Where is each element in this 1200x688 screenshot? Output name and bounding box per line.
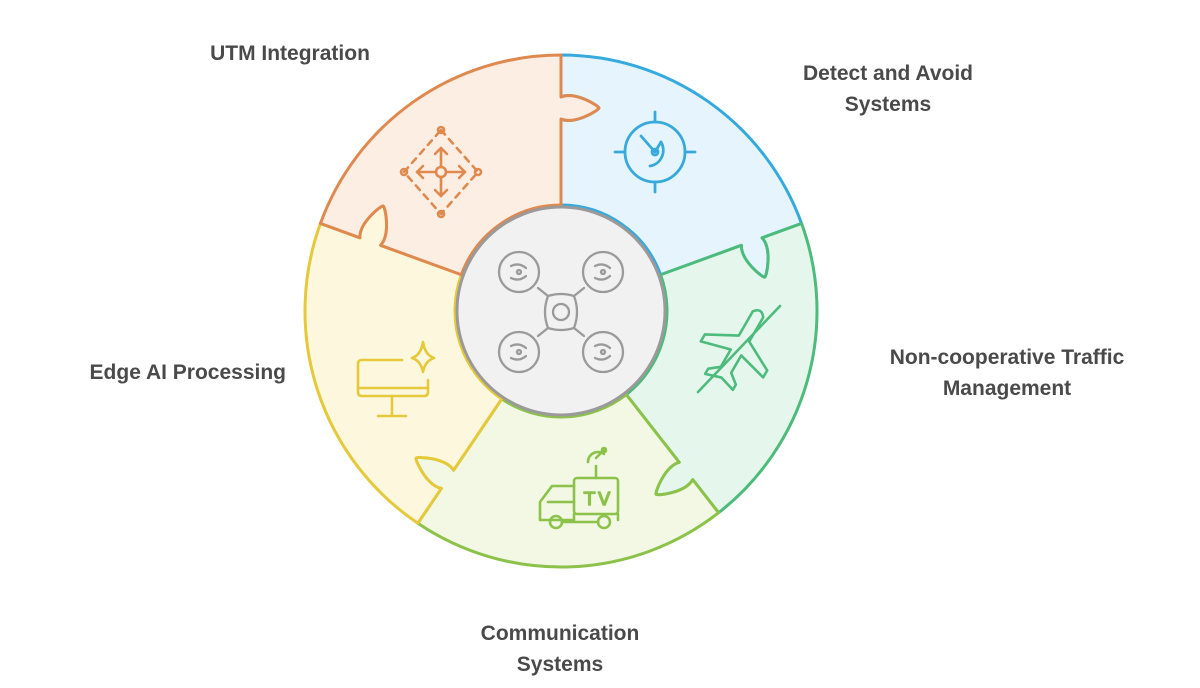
radar-icon: [613, 110, 697, 194]
label-line: Systems: [516, 653, 604, 676]
label-detect-and-avoid: Detect and Avoid Systems: [748, 58, 1028, 120]
label-line: Edge AI Processing: [89, 361, 286, 384]
airplane-off-icon: [696, 304, 782, 394]
label-communication-systems: Communication Systems: [420, 618, 700, 680]
svg-text:T: T: [583, 489, 596, 510]
segment-comm: [414, 393, 721, 569]
label-edge-ai-processing: Edge AI Processing: [20, 357, 286, 388]
tv-truck-icon: T V: [538, 446, 620, 530]
label-line: Management: [942, 377, 1072, 400]
drone-icon: [497, 250, 625, 374]
label-non-cooperative-traffic: Non-cooperative Traffic Management: [852, 342, 1162, 404]
segment-edge: [303, 204, 504, 525]
label-line: Communication: [480, 622, 640, 645]
label-utm-integration: UTM Integration: [170, 38, 410, 69]
move-arrows-icon: [399, 125, 483, 219]
center-hub: [455, 205, 667, 417]
svg-text:V: V: [598, 489, 611, 510]
center-circle: [455, 205, 667, 417]
label-line: Detect and Avoid: [803, 62, 973, 85]
computer-sparkle-icon: [356, 340, 436, 418]
segment-utm: [318, 53, 601, 277]
label-line: Non-cooperative Traffic: [889, 346, 1125, 369]
label-line: Systems: [844, 93, 932, 116]
label-line: UTM Integration: [210, 42, 370, 65]
